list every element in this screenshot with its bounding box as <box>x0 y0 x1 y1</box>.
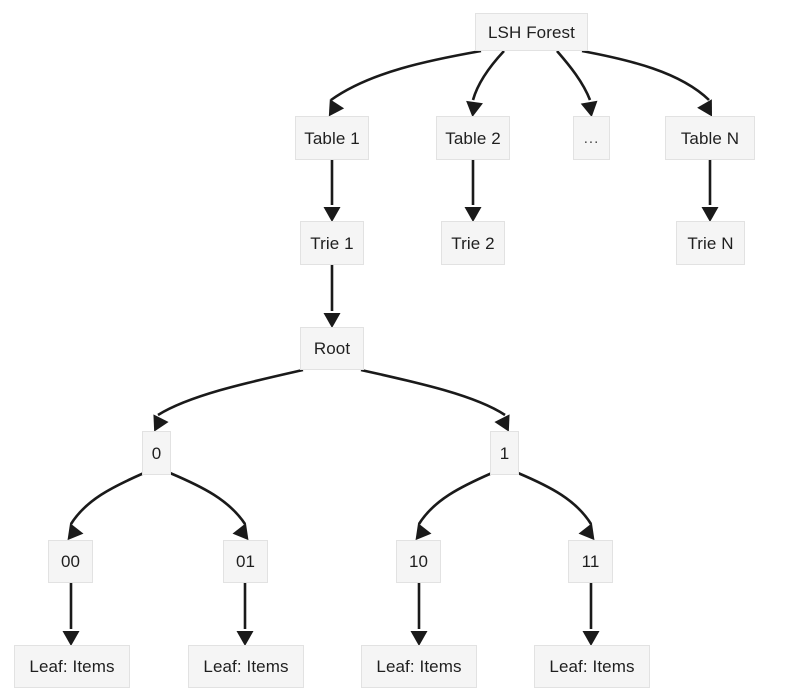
arrow-root <box>323 313 341 328</box>
arrow-node-11 <box>578 523 595 541</box>
node-label-node-01: 01 <box>235 552 256 571</box>
arrow-node-10 <box>415 523 432 541</box>
arrow-table-2 <box>466 100 483 117</box>
node-label-node-00: 00 <box>60 552 81 571</box>
node-table-ellipsis[interactable]: ... <box>573 116 610 160</box>
node-label-trie-2: Trie 2 <box>451 233 495 253</box>
edge-1-10 <box>417 471 493 525</box>
node-node-1[interactable]: 1 <box>490 431 519 475</box>
node-leaf-10[interactable]: Leaf: Items <box>361 645 477 688</box>
arrow-node-01 <box>232 523 249 541</box>
arrow-node-00 <box>67 523 84 541</box>
node-node-00[interactable]: 00 <box>48 540 93 583</box>
node-label-node-10: 10 <box>408 552 429 571</box>
node-leaf-01[interactable]: Leaf: Items <box>188 645 304 688</box>
edge-lsh-table-1 <box>330 49 482 102</box>
node-label-root: Root <box>313 339 351 358</box>
arrow-ellipsis <box>580 100 598 117</box>
arrow-trie-1 <box>323 207 341 222</box>
node-label-lsh-forest: LSH Forest <box>488 22 575 42</box>
arrow-trie-2 <box>464 207 482 222</box>
node-label-table-ellipsis: ... <box>583 129 600 147</box>
arrow-node-1 <box>494 414 510 432</box>
node-label-trie-n: Trie N <box>687 233 734 253</box>
node-table-1[interactable]: Table 1 <box>295 116 369 160</box>
arrow-trie-n <box>701 207 719 222</box>
edge-0-00 <box>69 471 145 525</box>
node-node-0[interactable]: 0 <box>142 431 171 475</box>
edge-lsh-table-2 <box>471 50 505 101</box>
node-label-leaf-01: Leaf: Items <box>203 657 289 676</box>
edge-lsh-ellipsis <box>556 50 592 101</box>
node-trie-n[interactable]: Trie N <box>676 221 745 265</box>
edge-root-1 <box>360 368 506 417</box>
arrow-node-0 <box>153 414 169 432</box>
node-node-01[interactable]: 01 <box>223 540 268 583</box>
node-table-n[interactable]: Table N <box>665 116 755 160</box>
node-node-10[interactable]: 10 <box>396 540 441 583</box>
node-table-2[interactable]: Table 2 <box>436 116 510 160</box>
node-label-leaf-11: Leaf: Items <box>549 657 635 676</box>
node-label-table-2: Table 2 <box>445 128 501 148</box>
node-label-trie-1: Trie 1 <box>310 233 354 253</box>
node-label-node-0: 0 <box>151 443 162 463</box>
node-label-table-n: Table N <box>680 128 740 148</box>
arrow-leaf-01 <box>236 631 254 646</box>
edge-root-0 <box>157 368 304 417</box>
node-trie-1[interactable]: Trie 1 <box>300 221 364 265</box>
node-leaf-00[interactable]: Leaf: Items <box>14 645 130 688</box>
node-trie-2[interactable]: Trie 2 <box>441 221 505 265</box>
node-label-table-1: Table 1 <box>304 128 360 148</box>
node-lsh-forest[interactable]: LSH Forest <box>475 13 588 51</box>
arrow-table-1 <box>328 99 345 117</box>
arrow-table-n <box>697 99 712 117</box>
node-label-leaf-00: Leaf: Items <box>29 657 115 676</box>
node-label-node-11: 11 <box>581 552 600 571</box>
node-leaf-11[interactable]: Leaf: Items <box>534 645 650 688</box>
edge-0-01 <box>169 471 247 525</box>
node-node-11[interactable]: 11 <box>568 540 613 583</box>
node-root[interactable]: Root <box>300 327 364 370</box>
arrow-leaf-00 <box>62 631 80 646</box>
edge-lsh-table-n <box>581 49 710 101</box>
arrow-leaf-10 <box>410 631 428 646</box>
node-label-node-1: 1 <box>499 443 510 463</box>
node-label-leaf-10: Leaf: Items <box>376 657 462 676</box>
edge-1-11 <box>517 471 593 525</box>
arrow-leaf-11 <box>582 631 600 646</box>
